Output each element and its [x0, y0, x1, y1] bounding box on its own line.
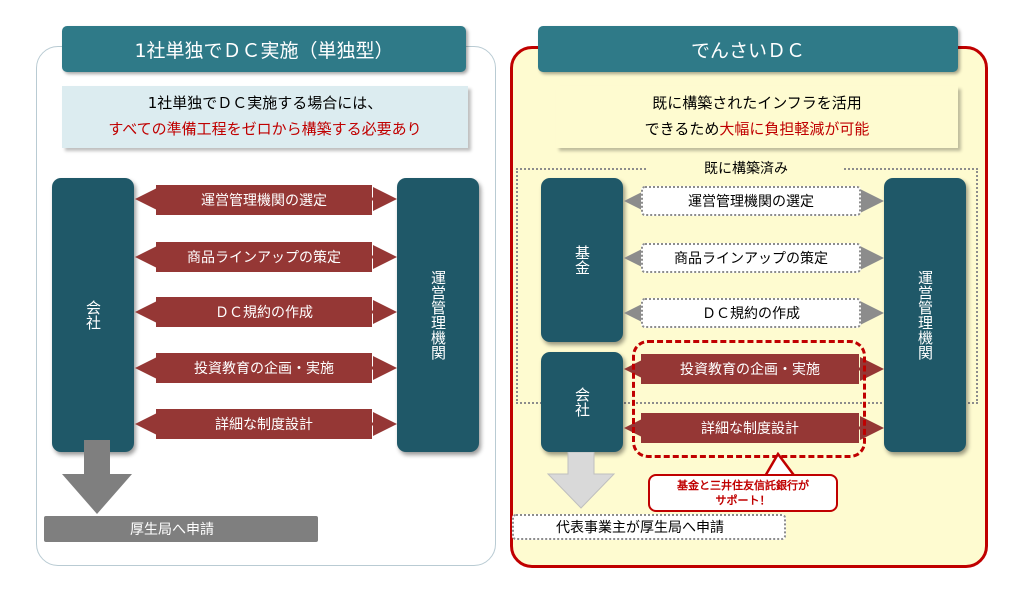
densai-desc-line2: できるため大幅に負担軽減が可能: [644, 120, 870, 138]
standalone-operator-pillar: 運営管理機関: [397, 178, 479, 452]
standalone-step-5: 詳細な制度設計: [156, 409, 372, 439]
densai-description: 既に構築されたインフラを活用 できるため大幅に負担軽減が可能: [556, 86, 958, 148]
densai-desc-line1: 既に構築されたインフラを活用: [652, 94, 862, 112]
densai-footer: 代表事業主が厚生局へ申請: [512, 514, 786, 540]
standalone-down-arrow: [62, 440, 132, 514]
already-built-label: 既に構築済み: [648, 155, 844, 181]
support-region: [632, 340, 866, 458]
densai-step-3: ＤＣ規約の作成: [641, 298, 861, 328]
densai-company-pillar: 会社: [541, 352, 623, 452]
densai-operator-pillar: 運営管理機関: [884, 178, 966, 452]
standalone-description: 1社単独でＤＣ実施する場合には、 すべての準備工程をゼロから構築する必要あり: [62, 86, 468, 148]
standalone-desc-line2: すべての準備工程をゼロから構築する必要あり: [108, 120, 422, 138]
standalone-company-pillar: 会社: [52, 178, 134, 452]
standalone-desc-line1: 1社単独でＤＣ実施する場合には、: [147, 94, 383, 112]
fund-pillar: 基金: [541, 178, 623, 342]
standalone-footer: 厚生局へ申請: [44, 516, 318, 542]
standalone-step-1: 運営管理機関の選定: [156, 185, 372, 215]
support-callout: 基金と三井住友信託銀行が サポート！: [648, 474, 838, 512]
standalone-step-4: 投資教育の企画・実施: [156, 353, 372, 383]
standalone-step-3: ＤＣ規約の作成: [156, 297, 372, 327]
densai-title: でんさいＤＣ: [538, 26, 958, 72]
standalone-step-2: 商品ラインアップの策定: [156, 242, 372, 272]
densai-step-1: 運営管理機関の選定: [641, 186, 861, 216]
standalone-title: 1社単独でＤＣ実施（単独型）: [62, 26, 466, 72]
densai-down-arrow: [546, 452, 616, 509]
densai-step-2: 商品ラインアップの策定: [641, 243, 861, 273]
densai-step-5: 詳細な制度設計: [641, 413, 859, 443]
densai-step-4: 投資教育の企画・実施: [641, 354, 859, 384]
